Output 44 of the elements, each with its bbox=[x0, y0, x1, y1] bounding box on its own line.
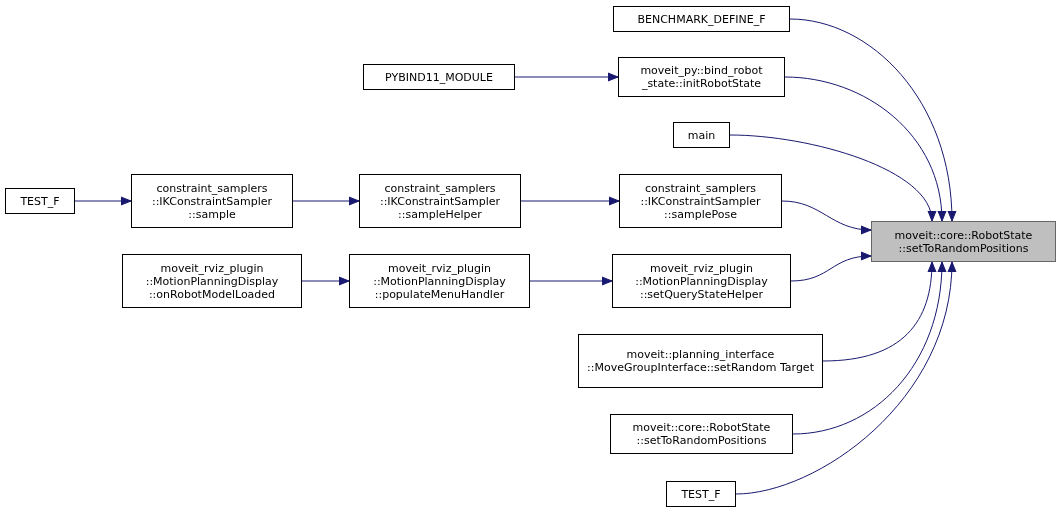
function-name: constraint_samplers ::IKConstraintSampler ::sampleHelper bbox=[378, 181, 502, 221]
function-name: TEST_F bbox=[20, 194, 60, 208]
call-arrow bbox=[789, 18, 956, 222]
call-arrow bbox=[784, 76, 946, 222]
call-arrow bbox=[792, 261, 946, 435]
call-arrow bbox=[301, 276, 350, 286]
function-box bbox=[578, 334, 823, 388]
function-name: moveit_rviz_plugin ::MotionPlanningDisplay ::onRobotModelLoaded bbox=[144, 261, 280, 301]
function-box bbox=[619, 174, 782, 228]
function-name: moveit_py::bind_robot _state::initRobotState bbox=[639, 64, 764, 90]
function-name: moveit::planning_interface ::MoveGroupInterface::setRandom Target bbox=[586, 348, 815, 374]
function-box bbox=[359, 174, 521, 228]
function-box bbox=[363, 64, 515, 90]
function-box bbox=[613, 6, 790, 32]
function-name: BENCHMARK_DEFINE_F bbox=[637, 12, 766, 26]
function-box bbox=[5, 188, 75, 214]
call-arrow bbox=[822, 261, 937, 362]
function-name: constraint_samplers ::IKConstraintSampler ::samplePose bbox=[639, 181, 762, 221]
function-name: constraint_samplers ::IKConstraintSampler ::sample bbox=[150, 181, 274, 221]
call-arrow bbox=[529, 276, 613, 286]
call-arrow bbox=[520, 196, 620, 206]
function-name: moveit::core::RobotState ::setToRandomPositions bbox=[631, 421, 772, 447]
function-box bbox=[349, 254, 530, 308]
call-arrow bbox=[735, 261, 956, 495]
function-name: moveit_rviz_plugin ::MotionPlanningDisplay ::setQueryStateHelper bbox=[634, 261, 769, 301]
function-box bbox=[673, 122, 730, 148]
function-box bbox=[666, 481, 736, 507]
call-arrow bbox=[729, 134, 935, 222]
highlighted-function-box bbox=[871, 221, 1056, 262]
function-name: TEST_F bbox=[681, 487, 721, 501]
function-name: main bbox=[687, 128, 716, 142]
function-box bbox=[122, 254, 302, 308]
function-box bbox=[131, 174, 293, 228]
function-name: moveit_rviz_plugin ::MotionPlanningDisplay ::populateMenuHandler bbox=[372, 261, 507, 301]
call-arrow bbox=[790, 252, 872, 282]
call-arrow bbox=[781, 200, 872, 234]
call-arrow bbox=[292, 196, 360, 206]
function-name: moveit::core::RobotState ::setToRandomPositions bbox=[893, 228, 1034, 255]
call-arrow bbox=[514, 72, 619, 82]
call-arrow bbox=[74, 196, 132, 206]
function-name: PYBIND11_MODULE bbox=[385, 70, 493, 84]
function-box bbox=[618, 57, 785, 97]
function-box bbox=[610, 414, 793, 454]
function-box bbox=[612, 254, 791, 308]
